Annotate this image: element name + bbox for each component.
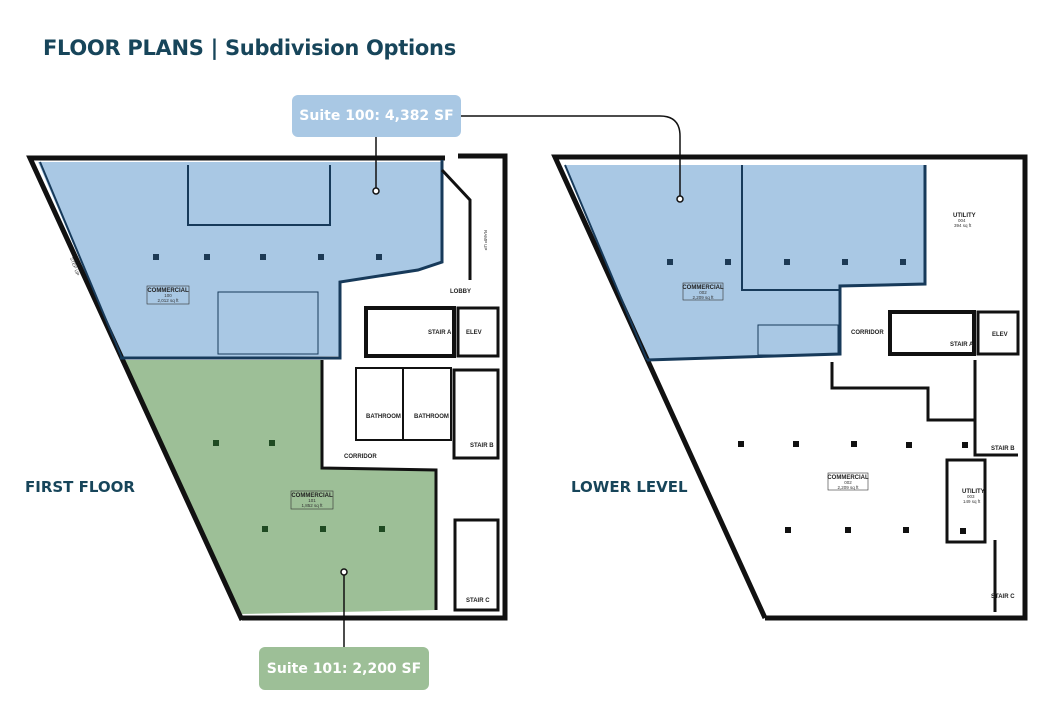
ramp-label: RAMP UP [483,230,488,250]
room-stair-c: STAIR C [466,598,490,604]
room-stair-c-lower: STAIR C [991,594,1015,600]
room-number-c100: 100 [164,293,172,298]
exterior-wall-right [242,153,508,621]
first-floor-plan: COMMERCIAL 100 2,012 sq ft COMMERCIAL 10… [26,153,508,622]
exterior-wall [551,154,1028,621]
room-stair-b-lower: STAIR B [991,446,1015,452]
room-utility-003-area: 149 sq ft [963,499,981,504]
room-stair-a-lower: STAIR A [950,342,974,348]
first-floor-label: FIRST FLOOR [25,478,135,496]
room-lobby: LOBBY [450,289,471,295]
room-area-lower: 2,209 sq ft [837,485,859,490]
room-stair-b: STAIR B [470,443,494,449]
suite-101-callout: Suite 101: 2,200 SF [259,647,429,690]
room-corridor: CORRIDOR [344,454,377,460]
room-area-lower-upper: 2,209 sq ft [692,295,714,300]
callout-leaders [343,115,681,647]
room-elev-lower: ELEV [992,332,1008,338]
page-title: FLOOR PLANS | Subdivision Options [43,36,456,60]
lower-level-label: LOWER LEVEL [571,478,688,496]
room-utility-004: UTILITY [953,213,976,219]
suite-100-callout: Suite 100: 4,382 SF [292,95,461,137]
room-name-lower-upper: COMMERCIAL [682,285,724,291]
suite-101-area[interactable] [122,360,436,614]
suite-100-lower-marker [676,195,684,203]
step-up-label: STEP UP [69,257,80,277]
room-area-c101: 1,852 sq ft [301,503,323,508]
room-area-c100: 2,012 sq ft [157,298,179,303]
room-number-lower-upper: 002 [699,290,707,295]
room-utility-003-num: 003 [967,494,975,499]
suite-100-lower-area[interactable] [565,165,925,360]
room-name-lower: COMMERCIAL [827,475,869,481]
room-bathroom-2: BATHROOM [414,414,449,420]
room-elev: ELEV [466,330,482,336]
suite-100-area[interactable] [38,162,442,358]
suite-100-marker [372,187,380,195]
lower-level-plan: COMMERCIAL 002 2,209 sq ft COMMERCIAL 00… [551,154,1028,621]
room-utility-004-area: 394 sq ft [954,223,972,228]
room-number-lower: 002 [844,480,852,485]
room-corridor-lower: CORRIDOR [851,330,884,336]
room-number-c101: 101 [308,498,316,503]
room-utility-003: UTILITY [962,489,985,495]
room-bathroom-1: BATHROOM [366,414,401,420]
suite-101-marker [340,568,348,576]
room-name-c101: COMMERCIAL [291,493,333,499]
room-stair-a: STAIR A [428,330,452,336]
room-utility-004-num: 004 [958,218,966,223]
exterior-wall [26,155,445,622]
room-name-c100: COMMERCIAL [147,288,189,294]
